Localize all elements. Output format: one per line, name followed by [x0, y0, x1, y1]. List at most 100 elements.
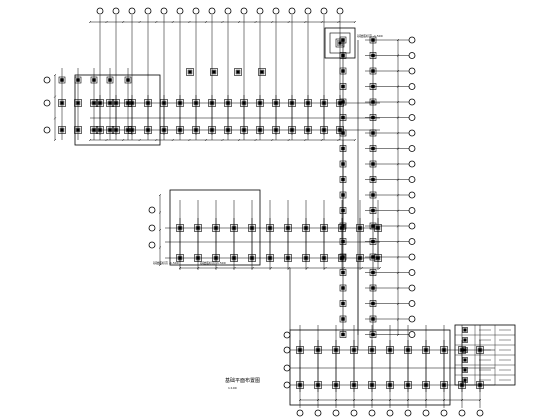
wing-a-dim-bottom-tick: [337, 138, 340, 142]
wing-c-footing-rebar: [303, 255, 309, 261]
wing-d-footing-pad: [404, 346, 412, 354]
wing-a-footing-pad: [288, 126, 296, 134]
spine-dim-right-tick: [396, 38, 400, 42]
wing-c-footing-rebar: [267, 225, 273, 231]
wing-c-footing-rebar: [213, 225, 219, 231]
left-ext-footing-column: [76, 78, 80, 82]
spine-footing-column: [371, 162, 375, 166]
wing-a-dim-bottom-tick: [88, 138, 92, 142]
left-ext-footing-rebar: [75, 127, 81, 133]
wing-c-footing-rebar: [249, 225, 255, 231]
wing-c-footing-pad: [212, 224, 220, 232]
axis-bubbles: [43, 7, 484, 417]
wing-a-footing-column: [130, 101, 134, 105]
left-ext-footing-rebar: [59, 127, 65, 133]
wing-a-footing-column: [98, 128, 102, 132]
spine-footing-pad: [339, 67, 347, 75]
wing-d-footing-rebar: [351, 382, 357, 388]
left-ext-footing-column: [108, 78, 112, 82]
legend-footing-symbol-pad: [462, 347, 468, 353]
wing-a-footing-column: [306, 128, 310, 132]
spine-footing-pad: [369, 98, 377, 106]
wing-a-footing-pad: [160, 126, 168, 134]
spine-footing-column: [371, 193, 375, 197]
wing-c-dim-left-tick: [158, 263, 162, 267]
wing-c-footing-pad: [338, 254, 346, 262]
left-ext-footing-column: [60, 78, 64, 82]
wing-a-footing-column: [162, 101, 166, 105]
wing-d-footing-rebar: [297, 382, 303, 388]
wing-a-top-footing-pad: [186, 68, 194, 76]
left-ext-footing-rebar: [107, 127, 113, 133]
wing-a-footing-pad: [320, 126, 328, 134]
spine-footing-pad: [369, 315, 377, 323]
wing-a-top-footing-column: [260, 70, 264, 74]
wing-c-footing-pad: [194, 254, 202, 262]
wing-c-footing-column: [340, 226, 344, 230]
wing-a-dim-top-tick: [254, 20, 257, 24]
wing-d-footing-column: [442, 383, 446, 387]
wing-d-axis-bubble-bottom: [476, 409, 484, 417]
spine-axis-bubble-right: [408, 315, 416, 323]
wing-a-top-footing-column: [212, 70, 216, 74]
spine-axis-bubble-right: [408, 83, 416, 90]
wing-a-footing-pad: [240, 126, 248, 134]
wing-c-footing-rebar: [177, 255, 183, 261]
wing-d-footing-pad: [440, 381, 448, 389]
wing-c-footing-rebar: [339, 255, 345, 261]
spine-axis-bubble-right: [408, 238, 416, 245]
wing-a-dim-top-tick: [237, 20, 241, 24]
spine-footing-column: [371, 146, 375, 151]
wing-d-footing-pad: [314, 381, 322, 389]
wing-d-footing-pad: [422, 381, 430, 389]
legend-footing-symbol-column: [463, 378, 467, 382]
wing-a-top-footing-column: [188, 70, 192, 74]
axis-grid-lines: [61, 15, 481, 408]
spine-footing-column: [341, 146, 345, 151]
wing-a-dim-bottom-tick: [304, 138, 307, 142]
left-ext-footing-rebar: [125, 100, 131, 106]
spine-footing-pad: [339, 300, 347, 307]
wing-a-footing-rebar: [321, 100, 327, 106]
wing-d-footing-rebar: [441, 382, 447, 388]
left-ext-dim-tick: [53, 95, 57, 98]
left-ext-footing-column: [92, 78, 96, 82]
footings: [58, 36, 484, 389]
spine-footing-column: [371, 177, 375, 182]
left-ext-footing-column: [76, 128, 80, 132]
left-ext-footing-pad: [58, 76, 66, 84]
wing-c-footing-rebar: [375, 225, 381, 231]
spine-footing-pad: [339, 145, 347, 152]
legend-footing-symbol-pad: [462, 327, 468, 333]
wing-a-footing-pad: [288, 99, 296, 107]
legend-footing-symbol-column: [463, 328, 467, 332]
wing-d-footing-column: [406, 383, 410, 387]
spine-footing-column: [341, 84, 345, 89]
left-ext-dim-tick: [53, 138, 57, 142]
left-ext-axis-bubble: [43, 99, 51, 107]
wing-a-axis-bubble-top: [128, 7, 136, 15]
spine-footing-pad: [339, 269, 347, 276]
wing-d-footing-column: [388, 348, 392, 352]
left-ext-footing-column: [126, 128, 130, 132]
wing-a-dim-top-tick: [188, 20, 191, 24]
wing-d-axis-bubble-bottom: [404, 409, 412, 417]
left-ext-footing-pad: [106, 99, 114, 107]
wing-c-footing-pad: [266, 254, 274, 262]
spine-footing-column: [371, 131, 375, 135]
spine-footing-pad: [339, 160, 347, 168]
wing-a-axis-bubble-top: [112, 7, 120, 15]
wing-d-axis-bubble-bottom: [314, 409, 322, 417]
wing-a-footing-rebar: [305, 100, 311, 106]
spine-footing-pad: [339, 129, 347, 137]
wing-a-footing-column: [226, 128, 230, 132]
legend-footing-symbol-column: [463, 368, 467, 372]
left-ext-footing-pad: [74, 99, 82, 107]
wing-a-footing-rebar: [257, 100, 263, 106]
foundation-beams: [90, 40, 495, 392]
wing-a-footing-rebar: [209, 100, 215, 106]
wing-d-dim-bottom-tick: [460, 398, 464, 402]
left-ext-footing-pad: [124, 99, 132, 107]
wing-d-axis-bubble-left: [283, 364, 291, 372]
